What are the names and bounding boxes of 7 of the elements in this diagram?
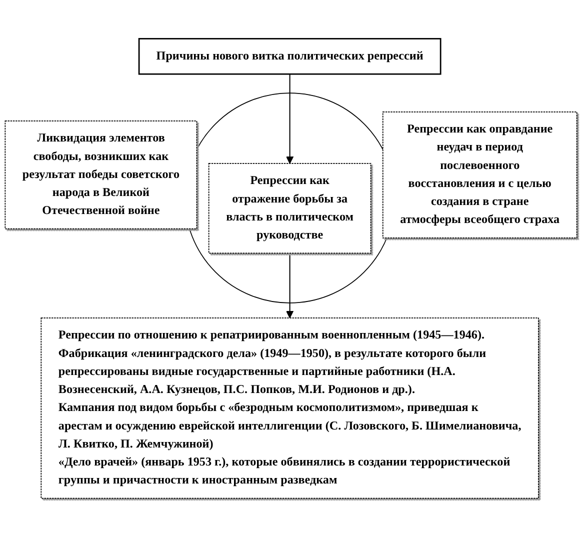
arrow bbox=[286, 74, 294, 164]
node-box: Репрессии как отражение борьбы за власть в политическом руководстве bbox=[208, 163, 372, 254]
node-box: Репрессии как оправдание неудач в период послевоенного восстановления и с целью создания в стране атмосферы всеобщего страха bbox=[382, 111, 578, 238]
node-box: Ликвидация элементов свободы, возникших как результат победы советского народа в Великой Отечественной войне bbox=[4, 120, 198, 230]
arrow bbox=[286, 253, 294, 318]
node-box: Репрессии по отношению к репатриированным военнопленным (1945—1946). Фабрикация «ленинградского дела» (1949—1950), в результате которого были репрессированы видные государственные и партийные работники (Н.А. Вознесенский, А.А. Кузнецов, П.С. Попков, М.И. Родионов и др.). Кампания под видом борьбы с «безродным космополитизмом», приведшая к арестам и осуждению еврейской интеллигенции (С. Лозовского, Б. Шимелиановича, Л. Квитко, П. Жемчужиной) «Дело врачей» (январь 1953 г.), которые обвинялись в создании террористической группы и причастности к иностранным разведкам bbox=[40, 318, 539, 499]
node-box: Причины нового витка политических репрессий bbox=[138, 38, 442, 75]
